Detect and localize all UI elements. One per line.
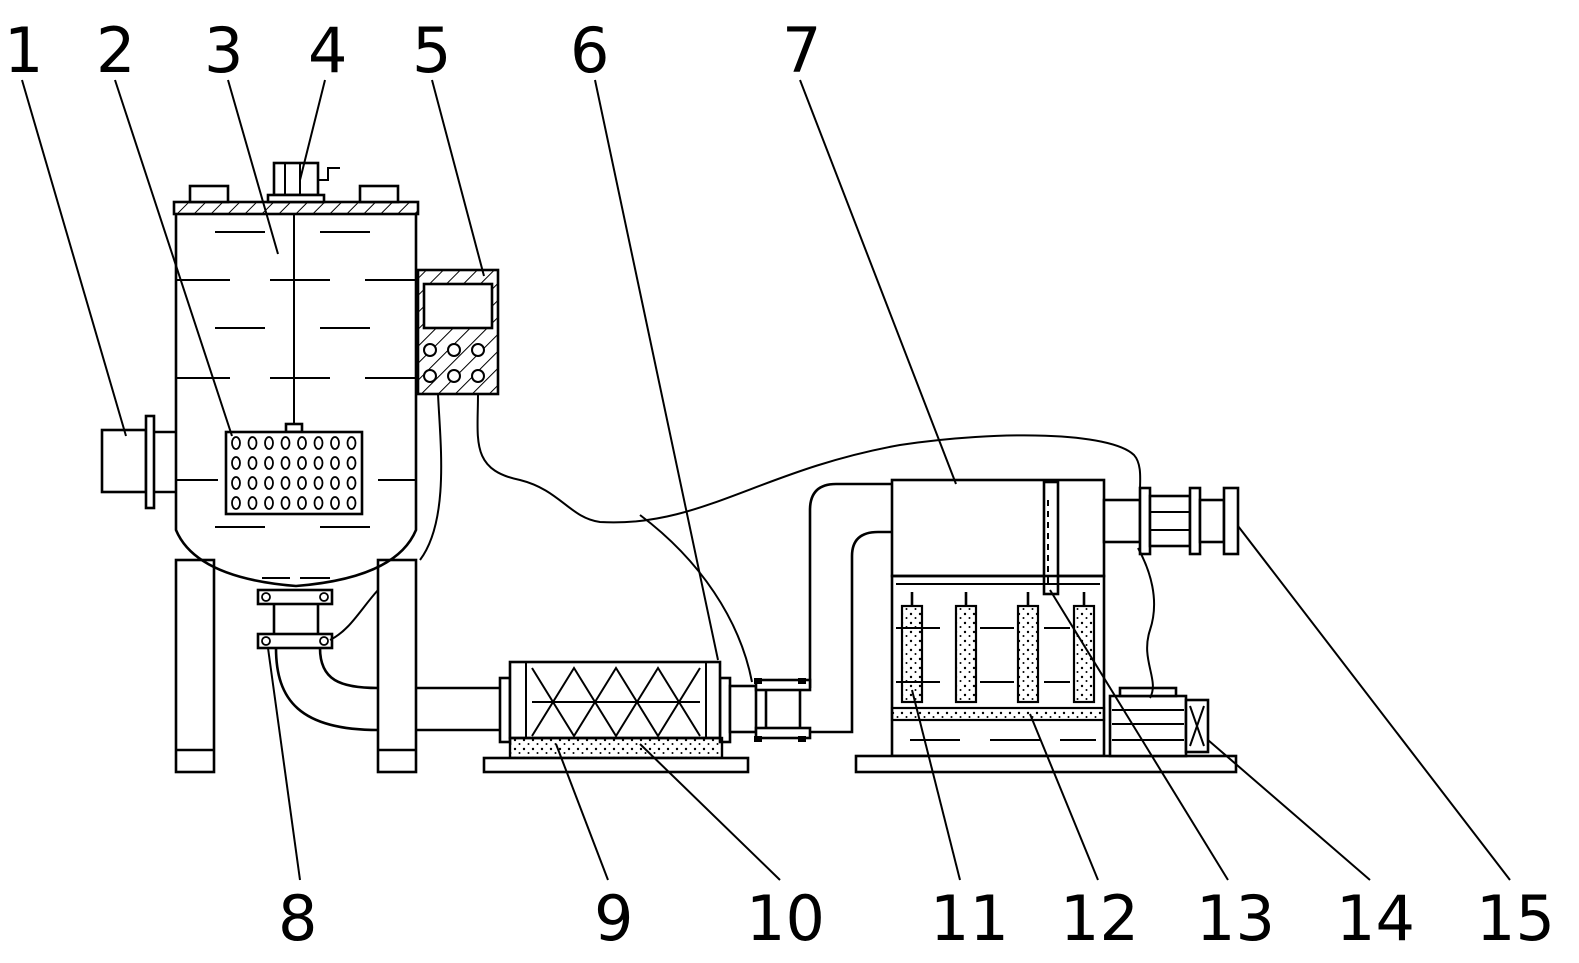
- label-10: 10: [746, 882, 825, 955]
- tank-leg-left: [174, 558, 216, 774]
- label-5: 5: [412, 14, 451, 87]
- basket-hole: [247, 496, 258, 510]
- bottom-valve: [256, 588, 334, 650]
- basket-hole: [264, 436, 274, 450]
- basket-hole: [297, 436, 307, 450]
- basket-hole: [297, 476, 307, 490]
- sand-filter-bed: [508, 736, 724, 760]
- tank-lid: [172, 200, 420, 216]
- basket-hole: [313, 476, 324, 490]
- basket-hole: [330, 476, 340, 490]
- label-12: 12: [1060, 882, 1139, 955]
- basket-hole: [313, 496, 324, 510]
- basket-hole: [346, 456, 357, 470]
- tank-body: [174, 214, 418, 588]
- control-screen: [422, 282, 494, 330]
- label-11: 11: [930, 882, 1009, 955]
- basket-hole: [264, 496, 274, 510]
- mixing-tank: [172, 184, 420, 774]
- basket-hole: [297, 496, 307, 510]
- basket-hole: [231, 496, 241, 510]
- label-9: 9: [594, 882, 633, 955]
- label-3: 3: [204, 14, 243, 87]
- unit-base: [854, 754, 1238, 774]
- basket-hole: [313, 456, 324, 470]
- label-8: 8: [278, 882, 317, 955]
- lid-port-left: [188, 184, 230, 204]
- basket-hole: [247, 476, 258, 490]
- basket-hole: [280, 436, 291, 450]
- screw-blade: [531, 666, 701, 738]
- unit-frame: [890, 574, 1106, 758]
- number-labels: 1 2 3 4 5 6 7 8 9 10 11 12 13 14 15: [4, 14, 1555, 955]
- basket-hole: [264, 476, 274, 490]
- control-cables: [329, 393, 1156, 699]
- filter-rods: [900, 592, 1096, 704]
- basket-hole: [330, 456, 340, 470]
- basket-hole: [346, 476, 357, 490]
- outlet-flange: [1102, 486, 1240, 556]
- label-4: 4: [308, 14, 347, 87]
- screw-conveyor: [482, 660, 750, 774]
- basket-hole: [280, 496, 291, 510]
- basket-hole: [297, 456, 307, 470]
- pump-motor: [1108, 686, 1210, 758]
- label-13: 13: [1196, 882, 1275, 955]
- leader-lines: [21, 79, 1511, 881]
- basket-hole: [330, 436, 340, 450]
- basket-hole: [346, 436, 357, 450]
- basket-hole: [346, 496, 357, 510]
- lid-port-right: [358, 184, 400, 204]
- treatment-unit: [854, 478, 1238, 774]
- pipework: [274, 482, 892, 734]
- basket-hole: [264, 456, 274, 470]
- conveyor-housing: [508, 660, 722, 740]
- label-6: 6: [570, 14, 609, 87]
- basket-hole: [247, 436, 258, 450]
- label-7: 7: [782, 14, 821, 87]
- basket-hole: [330, 496, 340, 510]
- outlet-valve: [728, 678, 812, 742]
- side-inlet-pipe: [100, 414, 176, 510]
- collection-tray: [890, 706, 1106, 722]
- unit-upper-housing: [890, 478, 1106, 578]
- basket-hole: [231, 476, 241, 490]
- basket-hole: [313, 436, 324, 450]
- control-box: [416, 268, 500, 396]
- basket-hole: [231, 456, 241, 470]
- basket-hole: [280, 456, 291, 470]
- stirrer-basket: [224, 422, 364, 516]
- label-1: 1: [4, 14, 43, 87]
- stirring-motor: [266, 161, 340, 204]
- basket-hole: [231, 436, 241, 450]
- basket-hole: [280, 476, 291, 490]
- conveyor-base: [482, 756, 750, 774]
- label-14: 14: [1336, 882, 1415, 955]
- basket-hole: [247, 456, 258, 470]
- label-15: 15: [1476, 882, 1555, 955]
- control-knob: [423, 343, 437, 357]
- label-2: 2: [96, 14, 135, 87]
- tank-leg-right: [376, 558, 418, 774]
- liquid-level-lines: [176, 231, 416, 579]
